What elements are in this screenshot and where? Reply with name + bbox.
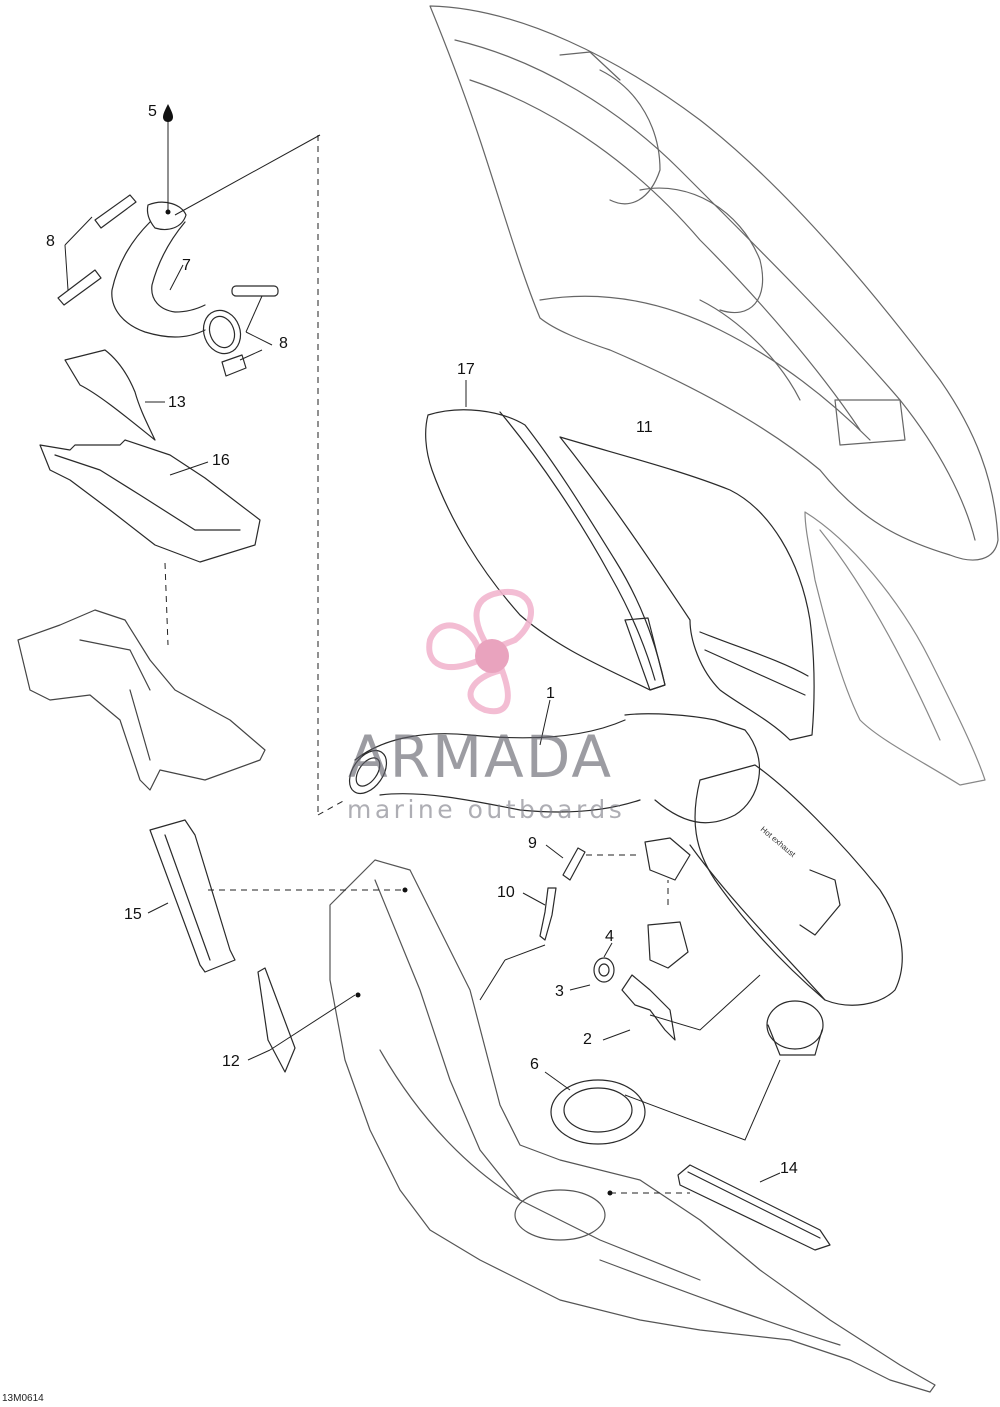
part-12-small-panel — [257, 967, 296, 1073]
watermark-logo — [426, 588, 534, 715]
left-chassis-piece — [17, 609, 266, 791]
callout-2: 2 — [583, 1031, 592, 1048]
part-9-bracket — [644, 837, 691, 881]
part-11-hull-cover — [429, 5, 999, 561]
muffler-label: Hot exhaust — [759, 825, 798, 860]
callout-4: 4 — [605, 928, 614, 945]
muffler-body — [689, 764, 903, 1056]
part-7-exhaust-hose — [111, 201, 242, 355]
callout-15: 15 — [124, 906, 142, 923]
callout-14: 14 — [780, 1160, 798, 1177]
part-16-support-plate — [39, 439, 261, 563]
callout-6: 6 — [530, 1056, 539, 1073]
leader-lines — [64, 118, 781, 1183]
callout-7: 7 — [182, 257, 191, 274]
callout-10: 10 — [497, 884, 515, 901]
callout-8-right: 8 — [279, 335, 288, 352]
callout-17: 17 — [457, 361, 475, 378]
part-2-hanger — [621, 974, 676, 1041]
part-17-side-panel — [425, 409, 666, 691]
callout-3: 3 — [555, 983, 564, 1000]
part-15-trim-strip — [149, 819, 236, 973]
part-14-rail — [677, 1164, 831, 1251]
part-11-side-vent — [559, 436, 815, 741]
watermark-subtitle: marine outboards — [347, 795, 626, 824]
callout-12: 12 — [222, 1053, 240, 1070]
callout-1: 1 — [546, 685, 555, 702]
part-4-mount — [647, 921, 689, 969]
part-6-ring — [550, 1079, 646, 1145]
diagram-code: 13M0614 — [2, 1393, 44, 1404]
part-10-clip — [539, 887, 557, 941]
part-13-heat-shield — [64, 349, 156, 441]
right-trim-panel — [804, 511, 986, 786]
callout-11: 11 — [636, 419, 653, 436]
callout-13: 13 — [168, 394, 186, 411]
part-9-spring — [562, 847, 586, 881]
bottom-hull — [329, 859, 936, 1393]
callout-16: 16 — [212, 452, 230, 469]
callout-9: 9 — [528, 835, 537, 852]
watermark-title: ARMADA — [348, 723, 614, 791]
part-8-clamps — [57, 194, 279, 377]
part-1-exhaust-pipe — [348, 713, 760, 824]
part-5-lubricant-icon — [163, 104, 173, 122]
leader-dots — [165, 209, 613, 1196]
part-3-grommet — [593, 957, 615, 983]
callout-5: 5 — [148, 103, 157, 120]
callout-8-left: 8 — [46, 233, 55, 250]
assembly-dashed-lines — [164, 135, 690, 1194]
